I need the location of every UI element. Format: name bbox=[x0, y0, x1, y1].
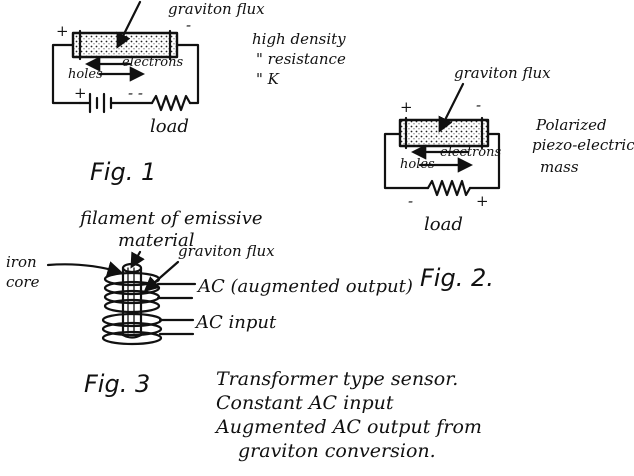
fig2-circuit bbox=[383, 82, 501, 197]
fig3-transformer bbox=[46, 250, 197, 346]
fig2-note-3: mass bbox=[540, 158, 579, 176]
fig1-plus-left: + bbox=[56, 22, 69, 40]
fig1-load-label: load bbox=[150, 116, 189, 137]
fig1-battery-icon bbox=[78, 92, 154, 114]
fig1-note-1: high density bbox=[252, 30, 346, 48]
fig1-note-3: " K bbox=[256, 70, 279, 88]
fig2-figure-label: Fig. 2. bbox=[420, 264, 494, 292]
fig1-flux-label: graviton flux bbox=[168, 0, 265, 18]
fig2-note-1: Polarized bbox=[536, 116, 607, 134]
fig3-caption-1: Transformer type sensor. bbox=[216, 368, 459, 390]
fig3-core-label-1: iron bbox=[6, 253, 37, 271]
fig3-caption-3: Augmented AC output from bbox=[216, 416, 482, 438]
fig3-core-label-2: core bbox=[6, 273, 40, 291]
fig3-ac-input-label: AC input bbox=[196, 312, 277, 333]
fig3-filament-label-2: material bbox=[118, 230, 195, 251]
fig2-electrons-label: electrons bbox=[440, 145, 502, 160]
fig2-plus-top: + bbox=[400, 98, 413, 116]
fig1-minus-load: - - bbox=[128, 84, 143, 102]
fig2-plus-bottom: + bbox=[476, 192, 489, 210]
fig2-note-2: piezo-electric bbox=[532, 136, 634, 154]
fig3-figure-label: Fig. 3 bbox=[84, 370, 151, 398]
fig3-caption-2: Constant AC input bbox=[216, 392, 394, 414]
fig1-note-2: " resistance bbox=[256, 50, 346, 68]
fig1-circuit bbox=[51, 0, 200, 114]
fig1-resistor-icon bbox=[150, 94, 192, 112]
fig3-output-coil bbox=[103, 271, 161, 314]
fig3-flux-label: graviton flux bbox=[178, 242, 275, 260]
fig2-load-label: load bbox=[424, 214, 463, 235]
fig1-plus-battery: + bbox=[74, 84, 87, 102]
fig2-minus-bottom: - bbox=[408, 192, 414, 210]
fig3-caption-4: graviton conversion. bbox=[238, 440, 436, 462]
fig2-flux-label: graviton flux bbox=[454, 64, 551, 82]
fig1-minus-right: - bbox=[186, 16, 192, 34]
fig3-ac-output-label: AC (augmented output) bbox=[198, 276, 413, 297]
fig2-minus-top: - bbox=[476, 96, 482, 114]
fig1-crystal bbox=[71, 31, 179, 59]
fig3-filament-label-1: filament of emissive bbox=[80, 208, 263, 229]
fig3-input-coil bbox=[101, 312, 163, 346]
fig1-electrons-label: electrons bbox=[122, 55, 184, 70]
fig1-holes-label: holes bbox=[68, 67, 103, 82]
fig2-holes-label: holes bbox=[400, 157, 435, 172]
fig1-figure-label: Fig. 1 bbox=[90, 158, 157, 186]
fig2-resistor-icon bbox=[426, 179, 472, 197]
